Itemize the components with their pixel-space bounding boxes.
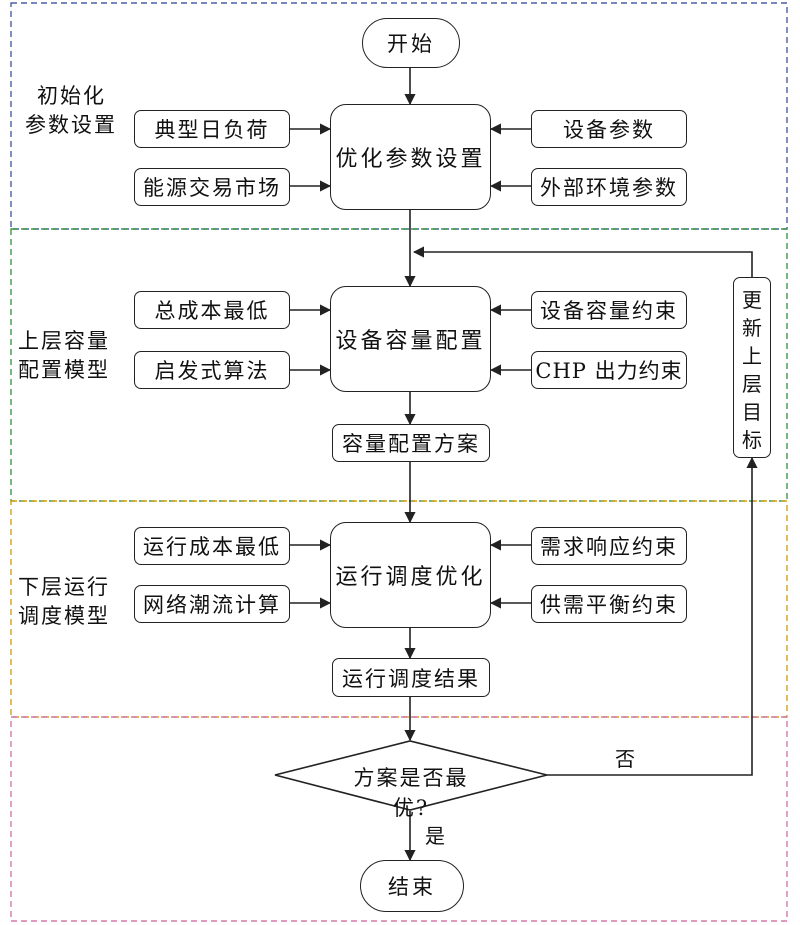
edge-label-no: 否 <box>615 747 635 771</box>
min-total-cost-node: 总成本最低 <box>134 291 290 329</box>
update-target-node: 更 新 上 层 目 标 <box>733 277 771 458</box>
dispatch-opt-node: 运行调度优化 <box>330 522 491 628</box>
section-frame-init <box>10 2 788 230</box>
device-params-node: 设备参数 <box>531 110 687 148</box>
section-label-line: 配置模型 <box>18 358 110 382</box>
arrow-update-to-capacity <box>412 246 753 277</box>
update-target-char: 上 <box>742 344 762 368</box>
heuristic-algo-node: 启发式算法 <box>134 351 290 389</box>
decision-diamond <box>274 740 548 811</box>
update-target-char: 新 <box>742 316 762 340</box>
power-flow-node: 网络潮流计算 <box>134 585 290 623</box>
capacity-config-node: 设备容量配置 <box>330 286 491 392</box>
external-env-node: 外部环境参数 <box>531 168 687 206</box>
section-label-line: 上层容量 <box>18 329 110 353</box>
update-target-char: 层 <box>742 372 762 396</box>
start-node: 开始 <box>362 18 460 68</box>
edge-label-yes: 是 <box>425 824 445 848</box>
section-label-line: 参数设置 <box>25 113 117 137</box>
supply-balance-node: 供需平衡约束 <box>531 585 687 623</box>
capacity-plan-node: 容量配置方案 <box>332 424 490 462</box>
section-frame-lower <box>10 500 788 718</box>
update-target-char: 更 <box>742 288 762 312</box>
section-label-lower: 下层运行 调度模型 <box>18 573 110 631</box>
dispatch-result-node: 运行调度结果 <box>332 658 490 697</box>
arrow-decision-to-update <box>547 456 758 776</box>
section-frame-upper <box>10 228 788 502</box>
section-label-line: 下层运行 <box>18 575 110 599</box>
decision-label: 方案是否最优? <box>353 766 469 820</box>
energy-market-node: 能源交易市场 <box>134 168 290 206</box>
update-target-char: 目 <box>742 400 762 424</box>
demand-response-node: 需求响应约束 <box>531 527 687 565</box>
min-op-cost-node: 运行成本最低 <box>134 527 290 565</box>
typical-load-node: 典型日负荷 <box>134 110 290 148</box>
section-label-init: 初始化 参数设置 <box>25 82 117 140</box>
section-label-upper: 上层容量 配置模型 <box>18 327 110 385</box>
end-node: 结束 <box>360 860 464 912</box>
update-target-char: 标 <box>742 428 762 452</box>
capacity-constraint-node: 设备容量约束 <box>531 291 687 329</box>
section-label-line: 调度模型 <box>18 604 110 628</box>
optim-params-node: 优化参数设置 <box>330 104 491 210</box>
section-label-line: 初始化 <box>37 84 106 108</box>
chp-constraint-node: CHP 出力约束 <box>531 351 687 389</box>
